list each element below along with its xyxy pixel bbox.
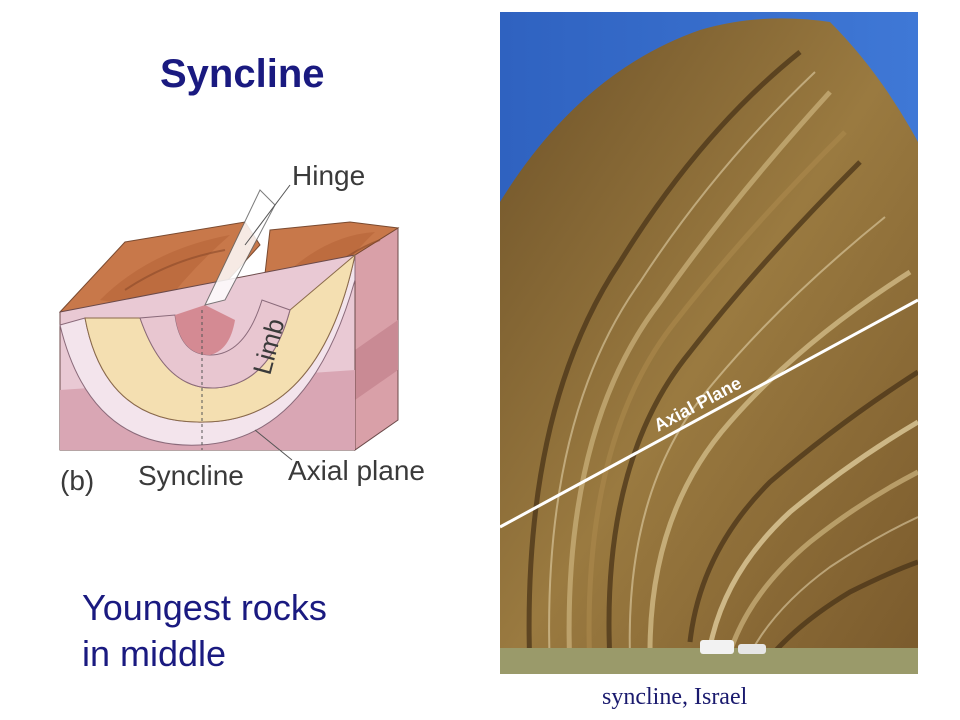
hinge-label: Hinge [292,160,365,191]
vehicle-icon [700,640,734,654]
axial-plane-label: Axial plane [288,455,425,486]
key-point-line-2: in middle [82,633,227,674]
syncline-label: Syncline [138,460,244,491]
panel-label: (b) [60,465,94,496]
photo-caption: syncline, Israel [602,684,748,710]
syncline-photo: Axial Plane [500,12,918,674]
slide-title: Syncline [160,52,325,96]
syncline-block-diagram: Hinge Limb (b) Syncline Axial plane [58,160,425,496]
key-point-line-1: Youngest rocks [82,587,327,628]
key-point-text: Youngest rocks in middle [82,585,327,677]
rock-mass [500,18,918,674]
axial-plane-line [500,298,918,529]
